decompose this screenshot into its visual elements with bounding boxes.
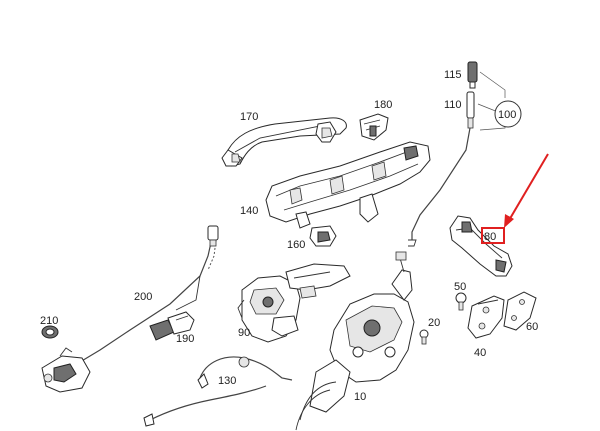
highlight-arrow-shaft xyxy=(507,153,549,223)
part-100-callout-circle xyxy=(494,100,522,128)
label-110: 110 xyxy=(444,99,462,111)
highlight-arrow-head xyxy=(504,214,514,228)
label-100: 100 xyxy=(498,109,516,121)
part-50-screw[interactable] xyxy=(455,292,467,311)
label-40: 40 xyxy=(474,347,486,359)
label-115: 115 xyxy=(444,69,462,81)
label-60: 60 xyxy=(526,321,538,333)
label-180: 180 xyxy=(374,99,392,111)
label-20: 20 xyxy=(428,317,440,329)
linkage-rod-hook xyxy=(408,239,417,247)
cable-lower-end xyxy=(143,413,155,427)
part-90-actuator[interactable] xyxy=(237,275,301,343)
part-10-lock-unit[interactable] xyxy=(295,251,415,431)
label-170: 170 xyxy=(240,111,258,123)
part-80-highlight-box xyxy=(481,227,505,244)
part-20-screw[interactable] xyxy=(419,329,429,345)
cable-fork xyxy=(175,275,201,311)
label-10: 10 xyxy=(354,391,366,403)
actuator-top-bracket xyxy=(285,263,351,299)
label-210: 210 xyxy=(40,315,58,327)
label-90: 90 xyxy=(238,327,250,339)
label-200: 200 xyxy=(134,291,152,303)
part-180-clip[interactable] xyxy=(359,113,389,141)
part-130-cable-ferrule xyxy=(238,356,250,368)
label-80: 80 xyxy=(484,231,496,243)
label-130: 130 xyxy=(218,375,236,387)
cylinder-housing xyxy=(41,347,91,393)
part-130-cable-end xyxy=(197,373,209,389)
label-190: 190 xyxy=(176,333,194,345)
linkage-rod xyxy=(411,127,471,240)
part-210-grommet[interactable] xyxy=(41,325,59,339)
label-160: 160 xyxy=(287,239,305,251)
part-200-cable-end-top xyxy=(207,225,219,247)
part-110-rod[interactable] xyxy=(466,91,475,129)
part-190-connector[interactable] xyxy=(149,311,195,341)
part-170-outer-handle[interactable] xyxy=(221,117,347,167)
part-60-plate[interactable] xyxy=(503,291,537,331)
part-40-striker[interactable] xyxy=(467,295,505,339)
part-160-connector[interactable] xyxy=(309,225,337,247)
label-140: 140 xyxy=(240,205,258,217)
part-140-handle-carrier[interactable] xyxy=(265,141,431,229)
part-200-cable[interactable] xyxy=(79,237,213,363)
label-50: 50 xyxy=(454,281,466,293)
part-115-rod[interactable] xyxy=(467,61,478,89)
part-80-latch-bracket[interactable] xyxy=(449,215,513,277)
cable-lower-run xyxy=(149,385,267,421)
